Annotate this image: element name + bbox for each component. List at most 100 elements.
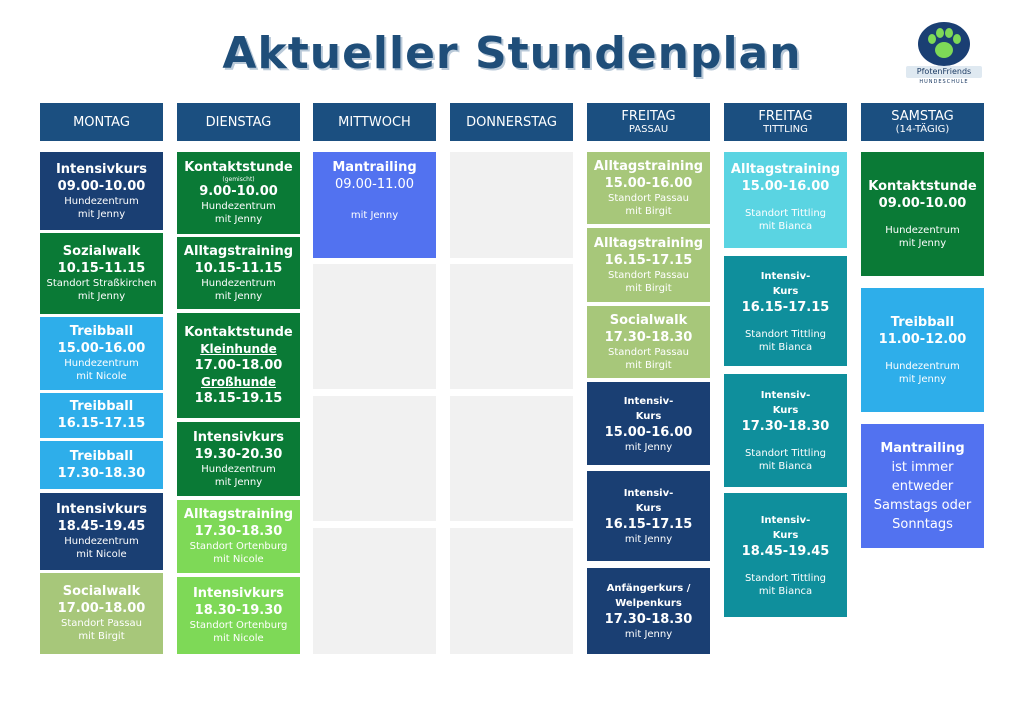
course-time: 15.00-16.00 xyxy=(604,175,693,191)
course-time: 18.45-19.45 xyxy=(741,543,830,559)
course-time: 17.30-18.30 xyxy=(604,612,693,627)
course-location: Standort Ortenburg xyxy=(189,541,288,552)
day-sublabel: PASSAU xyxy=(628,123,669,135)
course-trainer: mit Jenny xyxy=(898,237,947,249)
empty-slot xyxy=(450,264,573,389)
day-sublabel: TITTLING xyxy=(763,123,808,135)
course-card: Intensivkurs 19.30-20.30 Hundezentrum mi… xyxy=(177,422,300,496)
course-trainer: mit Jenny xyxy=(77,208,126,220)
course-time: 16.15-17.15 xyxy=(741,299,830,315)
info-card: Mantrailing ist immer entweder Samstags … xyxy=(861,424,984,548)
info-text: ist immer xyxy=(891,459,954,475)
course-subtitle: Großhunde xyxy=(201,374,276,389)
course-card: Alltagstraining 17.30-18.30 Standort Ort… xyxy=(177,500,300,573)
day-header-dienstag: DIENSTAG xyxy=(177,103,300,141)
course-title: Treibball xyxy=(69,399,134,414)
course-card: Alltagstraining 15.00-16.00 Standort Pas… xyxy=(587,152,710,224)
course-trainer: mit Birgit xyxy=(625,359,672,371)
course-title: Socialwalk xyxy=(62,584,141,599)
course-location: Hundezentrum xyxy=(64,536,139,547)
day-label: SAMSTAG xyxy=(891,108,954,124)
course-card: Treibball 11.00-12.00 Hundezentrum mit J… xyxy=(861,288,984,412)
course-time: 17.00-18.00 xyxy=(57,601,146,616)
day-label: FREITAG xyxy=(758,108,813,124)
course-location: Hundezentrum xyxy=(201,463,276,475)
course-title: Welpenkurs xyxy=(615,598,682,609)
course-trainer: mit Jenny xyxy=(350,210,399,221)
course-title: Alltagstraining xyxy=(183,243,294,259)
course-title: Intensiv- xyxy=(760,270,811,282)
course-time: 10.15-11.15 xyxy=(194,260,283,276)
logo: PfotenFriends HUNDESCHULE xyxy=(906,22,982,86)
course-location: Hundezentrum xyxy=(201,201,276,212)
course-time: 17.00-18.00 xyxy=(194,357,283,373)
course-card: Mantrailing 09.00-11.00 mit Jenny xyxy=(313,152,436,258)
course-title: Intensivkurs xyxy=(192,586,285,601)
course-card: Intensiv- Kurs 15.00-16.00 mit Jenny xyxy=(587,382,710,465)
day-header-freitag-passau: FREITAG PASSAU xyxy=(587,103,710,141)
course-time: 16.15-17.15 xyxy=(604,517,693,532)
course-card: Alltagstraining 10.15-11.15 Hundezentrum… xyxy=(177,237,300,309)
course-time: 9.00-10.00 xyxy=(199,184,278,199)
course-time: 17.30-18.30 xyxy=(194,524,283,539)
course-time: 15.00-16.00 xyxy=(604,424,693,440)
course-trainer: mit Jenny xyxy=(214,476,263,488)
course-location: Hundezentrum xyxy=(201,277,276,289)
course-trainer: mit Nicole xyxy=(76,549,127,560)
course-location: Standort Passau xyxy=(607,269,689,281)
course-location: Hundezentrum xyxy=(885,224,960,236)
day-label: DONNERSTAG xyxy=(466,114,557,130)
course-trainer: mit Jenny xyxy=(898,373,947,385)
course-location: Standort Straßkirchen xyxy=(46,278,157,289)
course-title: Treibball xyxy=(69,448,134,464)
course-time: 18.15-19.15 xyxy=(194,390,283,406)
course-trainer: mit Jenny xyxy=(624,629,673,640)
course-trainer: mit Nicole xyxy=(213,554,264,565)
course-card: Treibball 16.15-17.15 xyxy=(40,393,163,438)
course-time: 09.00-11.00 xyxy=(334,177,415,192)
course-title: Intensiv- xyxy=(623,488,674,499)
course-title: Alltagstraining xyxy=(593,158,704,174)
course-title: Alltagstraining xyxy=(730,162,841,177)
course-note: (gemischt) xyxy=(222,176,255,183)
course-title: Socialwalk xyxy=(609,312,688,328)
course-card: Intensivkurs 18.30-19.30 Standort Ortenb… xyxy=(177,577,300,654)
info-title: Mantrailing xyxy=(880,440,965,456)
course-time: 11.00-12.00 xyxy=(878,331,967,347)
empty-slot xyxy=(313,264,436,389)
course-card: Socialwalk 17.30-18.30 Standort Passau m… xyxy=(587,306,710,378)
day-header-montag: MONTAG xyxy=(40,103,163,141)
empty-slot xyxy=(313,396,436,521)
course-time: 15.00-16.00 xyxy=(741,179,830,194)
course-time: 17.30-18.30 xyxy=(604,329,693,345)
logo-text: PfotenFriends xyxy=(906,66,982,78)
course-time: 09.00-10.00 xyxy=(57,178,146,194)
course-title: Kontaktstunde xyxy=(868,178,977,194)
course-title: Intensivkurs xyxy=(192,429,285,445)
course-trainer: mit Nicole xyxy=(76,371,127,382)
course-card: Sozialwalk 10.15-11.15 Standort Straßkir… xyxy=(40,233,163,314)
course-trainer: mit Bianca xyxy=(758,461,813,472)
course-location: Standort Tittling xyxy=(744,448,827,459)
empty-slot xyxy=(450,528,573,654)
course-card: Treibball 17.30-18.30 xyxy=(40,441,163,489)
course-card: Kontaktstunde 09.00-10.00 Hundezentrum m… xyxy=(861,152,984,276)
day-label: DIENSTAG xyxy=(205,114,272,130)
course-time: 16.15-17.15 xyxy=(57,416,146,431)
info-text: Samstags oder xyxy=(873,497,972,513)
course-card: Kontaktstunde Kleinhunde 17.00-18.00 Gro… xyxy=(177,313,300,418)
course-title: Kurs xyxy=(772,405,799,416)
course-location: Standort Passau xyxy=(607,346,689,358)
course-time: 18.30-19.30 xyxy=(194,603,283,618)
course-card: Intensiv- Kurs 17.30-18.30 Standort Titt… xyxy=(724,374,847,487)
course-trainer: mit Jenny xyxy=(77,291,126,302)
course-trainer: mit Birgit xyxy=(625,282,672,294)
course-title: Treibball xyxy=(890,314,955,330)
course-time: 18.45-19.45 xyxy=(57,519,146,534)
course-title: Kurs xyxy=(635,503,662,514)
course-location: Standort Tittling xyxy=(744,208,827,219)
day-header-samstag: SAMSTAG (14-TÄGIG) xyxy=(861,103,984,141)
day-sublabel: (14-TÄGIG) xyxy=(895,123,950,135)
day-header-freitag-tittling: FREITAG TITTLING xyxy=(724,103,847,141)
course-title: Alltagstraining xyxy=(593,235,704,251)
